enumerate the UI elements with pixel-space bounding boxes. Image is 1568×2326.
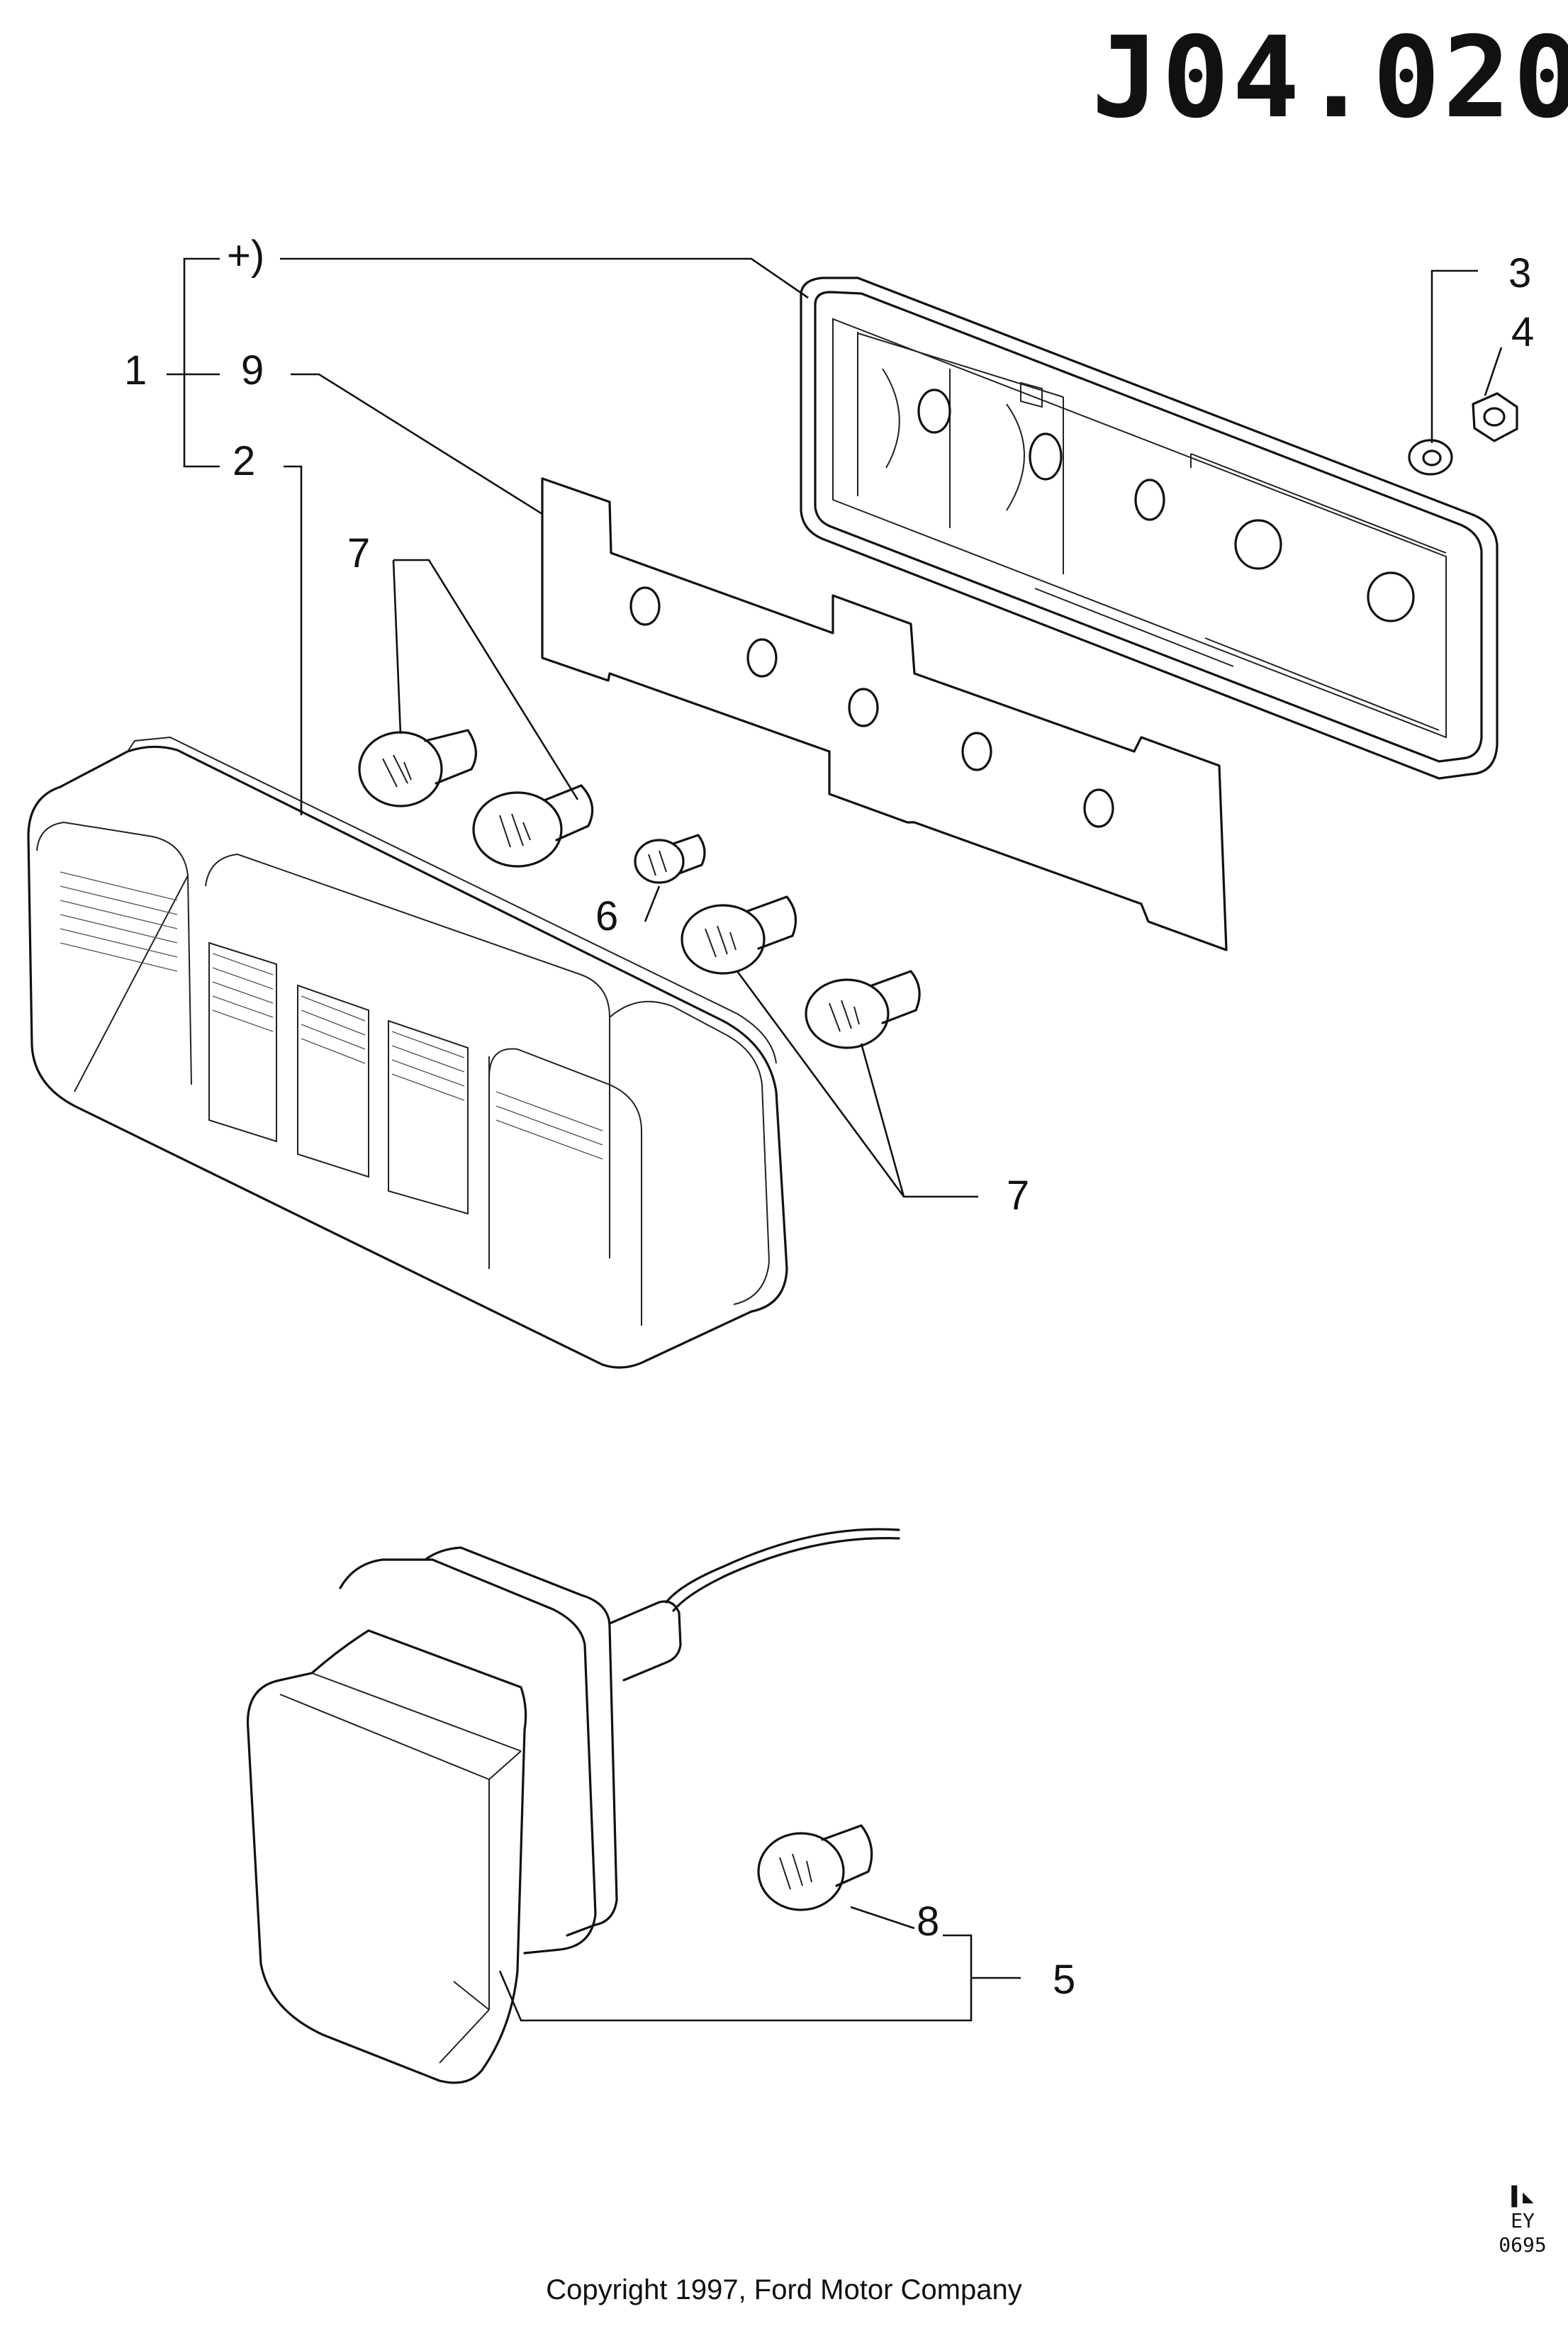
bulb-7-lower-left[interactable]: [681, 895, 797, 975]
stamp-line-2: 0695: [1499, 2233, 1547, 2257]
callout-1: 1: [124, 347, 147, 393]
bulb-7-upper-left[interactable]: [358, 729, 477, 807]
callout-4: 4: [1511, 309, 1534, 355]
gasket[interactable]: [541, 477, 1228, 951]
stamp-line-1: EY: [1511, 2209, 1535, 2232]
callout-9: 9: [241, 347, 264, 393]
callout-7-bottom: 7: [1007, 1173, 1029, 1219]
side-marker-lamp[interactable]: [246, 1528, 900, 2084]
nut[interactable]: [1472, 392, 1518, 442]
callout-2: 2: [233, 438, 255, 484]
leader-lines: [167, 257, 1503, 2022]
diagram-id: J04.020: [1092, 13, 1568, 143]
catalogue-stamp: ▌◣ EY 0695: [1494, 2185, 1551, 2257]
callout-7-top: 7: [347, 530, 370, 576]
bulb-7-upper-right[interactable]: [472, 784, 594, 868]
callout-5: 5: [1053, 1957, 1075, 2003]
washer[interactable]: [1408, 439, 1453, 476]
small-bulb-6[interactable]: [634, 834, 706, 884]
callout-3: 3: [1508, 250, 1531, 296]
lamp-housing-base[interactable]: [800, 276, 1499, 780]
rear-lamp-lens[interactable]: [27, 736, 788, 1369]
callout-8: 8: [917, 1899, 939, 1945]
ford-logo-icon: ▌◣: [1511, 2186, 1534, 2208]
marker-bulb-8[interactable]: [757, 1824, 873, 1911]
callout-plus: +): [227, 233, 264, 279]
callout-6: 6: [595, 893, 618, 939]
bulb-7-lower-right[interactable]: [805, 970, 921, 1049]
copyright-notice: Copyright 1997, Ford Motor Company: [546, 2274, 1022, 2305]
